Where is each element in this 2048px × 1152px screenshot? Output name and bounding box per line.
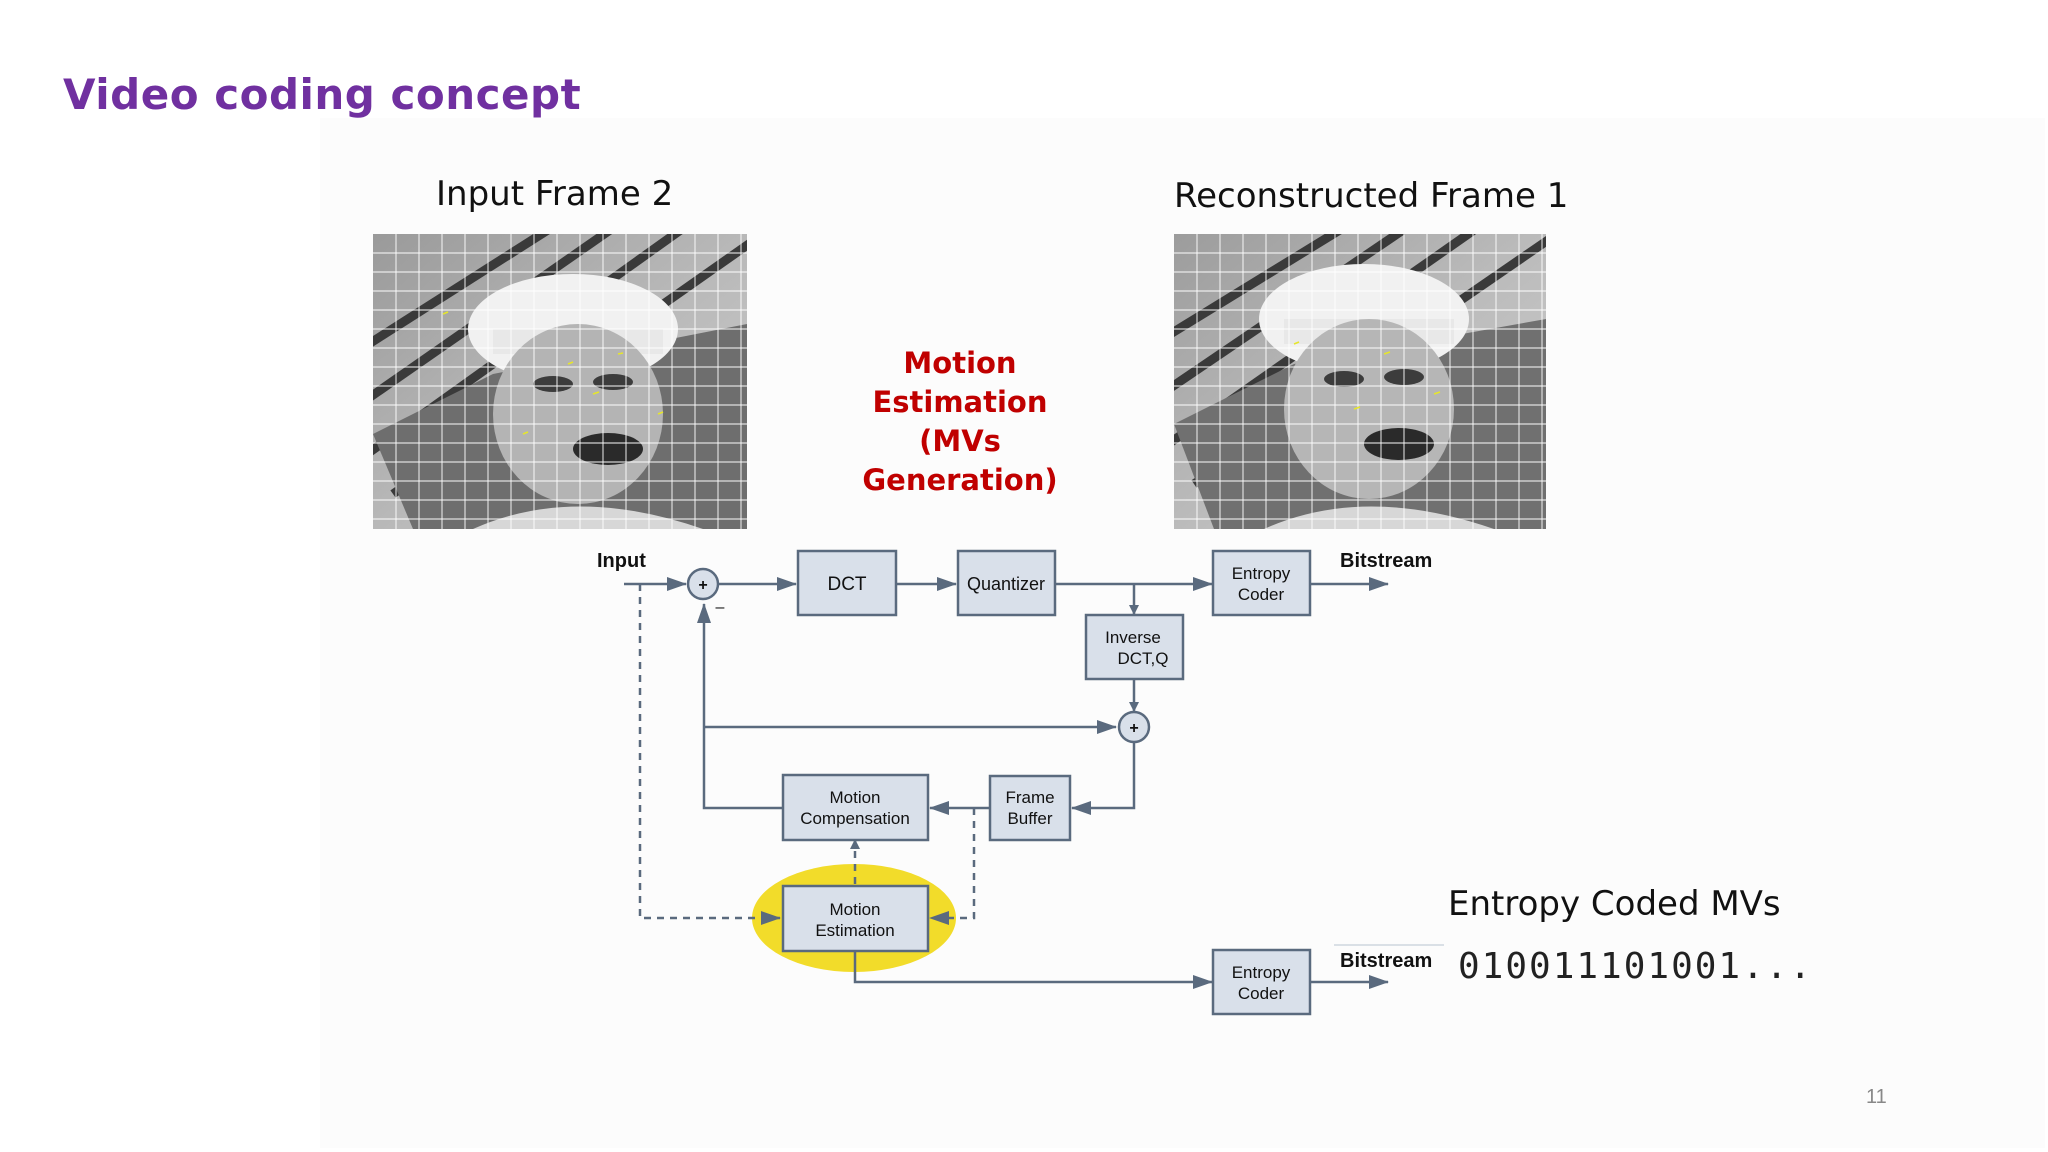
motion-estimation-highlight: Motion Estimation (MVs Generation)	[820, 344, 1100, 500]
reconstructed-frame-image	[1174, 234, 1546, 529]
mvs-bitstream-value: 010011101001...	[1458, 946, 1814, 987]
frame-buffer-block: Frame Buffer	[988, 774, 1072, 842]
quantizer-label: Quantizer	[967, 574, 1045, 594]
summer-plus: +	[698, 577, 707, 594]
mvs-generation-label: (MVs Generation)	[862, 424, 1058, 497]
adder-to-framebuffer-arrow	[1071, 743, 1136, 815]
frame-buffer-label-2: Buffer	[1007, 809, 1052, 828]
entropy-coder-bottom-label-1: Entropy	[1232, 963, 1291, 982]
bitstream-label-bottom: Bitstream	[1340, 950, 1432, 972]
motion-comp-label-2: Compensation	[800, 809, 910, 828]
motion-estimation-label: Motion Estimation	[872, 346, 1048, 419]
summer-node: + –	[686, 567, 725, 616]
summer-minus: –	[716, 599, 725, 616]
input-to-me-arrow	[638, 584, 781, 925]
adder-plus: +	[1129, 720, 1138, 737]
entropy-coded-mvs-caption: Entropy Coded MVs	[1448, 884, 1781, 924]
slide-title: Video coding concept	[63, 70, 582, 119]
inverse-label-2: DCT,Q	[1118, 649, 1169, 668]
adder-node: +	[1117, 710, 1151, 744]
dct-block: DCT	[796, 549, 898, 617]
dct-label: DCT	[827, 574, 866, 595]
input-frame-caption: Input Frame 2	[436, 174, 674, 214]
entropy-coder-top-label-1: Entropy	[1232, 564, 1291, 583]
motion-est-label-1: Motion	[829, 900, 880, 919]
motion-est-label-2: Estimation	[815, 921, 894, 940]
framebuffer-to-me-arrow	[929, 808, 976, 925]
bitstream-label-top: Bitstream	[1340, 550, 1432, 572]
me-to-entropy-arrow	[853, 952, 1213, 989]
page-number: 11	[1866, 1086, 1887, 1108]
reconstructed-frame-caption: Reconstructed Frame 1	[1174, 176, 1569, 216]
frame-buffer-label-1: Frame	[1005, 788, 1054, 807]
mc-to-summer-arrow	[697, 603, 782, 810]
motion-comp-label-1: Motion	[829, 788, 880, 807]
quantizer-block: Quantizer	[956, 549, 1057, 617]
entropy-coder-top-block: Entropy Coder	[1211, 549, 1312, 617]
entropy-coder-top-label-2: Coder	[1238, 585, 1285, 604]
inverse-label-1: Inverse	[1105, 628, 1161, 647]
inverse-dct-block: Inverse DCT,Q	[1084, 613, 1185, 681]
motion-compensation-block: Motion Compensation	[781, 773, 930, 842]
input-frame-image	[373, 234, 747, 529]
input-label: Input	[597, 550, 646, 572]
entropy-coder-bottom-block: Entropy Coder	[1211, 948, 1312, 1016]
motion-estimation-block: Motion Estimation	[781, 884, 930, 953]
entropy-coder-bottom-label-2: Coder	[1238, 984, 1285, 1003]
